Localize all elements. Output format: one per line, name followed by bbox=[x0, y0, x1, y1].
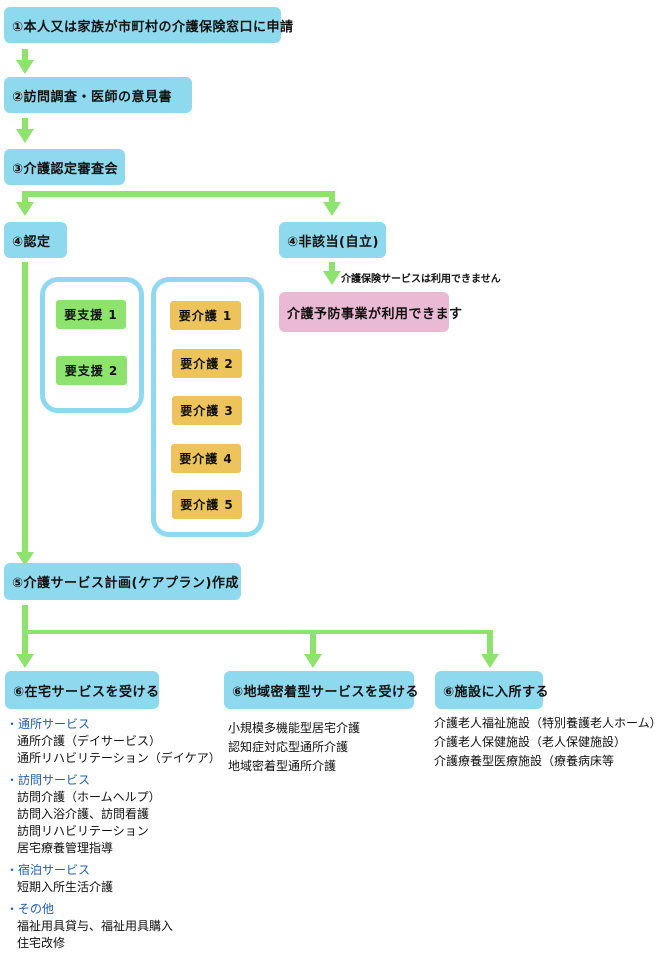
arrow-down-icon bbox=[16, 654, 34, 668]
home-service-item: 通所リハビリテーション（デイケア） bbox=[17, 751, 221, 765]
step3-label: ③介護認定審査会 bbox=[12, 161, 119, 177]
branch-line bbox=[310, 630, 316, 655]
care-level-5: 要介護 5 bbox=[172, 490, 242, 519]
facility-service-item: 介護療養型医療施設（療養病床等 bbox=[434, 754, 615, 768]
home-service-group: ・通所サービス通所介護（デイサービス） 通所リハビリテーション（デイケア） bbox=[6, 716, 221, 767]
step5-label: ⑤介護サービス計画(ケアプラン)作成 bbox=[12, 576, 239, 591]
home-service-group: ・宿泊サービス短期入所生活介護 bbox=[6, 862, 221, 896]
community-service-item: 地域密着型通所介護 bbox=[228, 759, 337, 773]
not-applicable-note: 介護保険サービスは利用できません bbox=[341, 274, 501, 285]
arrow-down-icon bbox=[16, 552, 34, 566]
step2-label: ②訪問調査・医師の意見書 bbox=[12, 89, 173, 105]
community-services-list: 小規模多機能型居宅介護認知症対応型通所介護地域密着型通所介護 bbox=[228, 719, 360, 776]
arrow-down-icon bbox=[16, 60, 34, 74]
facility-service-item: 介護老人保健施設（老人保健施設） bbox=[434, 735, 627, 749]
home-service-item: 短期入所生活介護 bbox=[17, 880, 114, 894]
community-service-item: 認知症対応型通所介護 bbox=[228, 740, 349, 754]
arrow-down-icon bbox=[16, 202, 34, 216]
home-service-category: ・その他 bbox=[6, 902, 55, 916]
care-level-3: 要介護 3 bbox=[172, 396, 242, 425]
arrow-down-icon bbox=[323, 271, 341, 285]
step4-certified-label: ④認定 bbox=[12, 234, 51, 250]
community-service-item: 小規模多機能型居宅介護 bbox=[228, 721, 361, 735]
home-services-list: ・通所サービス通所介護（デイサービス） 通所リハビリテーション（デイケア） ・訪問サ… bbox=[6, 716, 221, 957]
home-service-item: 住宅改修 bbox=[17, 936, 66, 950]
home-service-item: 訪問リハビリテーション bbox=[17, 824, 149, 838]
prevention-box: 介護予防事業が利用できます bbox=[279, 292, 462, 332]
arrow-shaft bbox=[22, 118, 28, 130]
step6-community-box: ⑥地域密着型サービスを受ける bbox=[224, 671, 419, 709]
home-service-item: 居宅療養管理指導 bbox=[17, 841, 114, 855]
step2-survey-box: ②訪問調査・医師の意見書 bbox=[4, 77, 192, 113]
step6-facility-label: ⑥施設に入所する bbox=[443, 684, 550, 700]
step6-community-label: ⑥地域密着型サービスを受ける bbox=[232, 684, 420, 700]
arrow-down-icon bbox=[323, 202, 341, 216]
step6-home-label: ⑥在宅サービスを受ける bbox=[13, 684, 160, 700]
arrow-down-icon bbox=[481, 654, 499, 668]
step4-certified-box: ④認定 bbox=[4, 222, 67, 258]
care-level-1: 要介護 1 bbox=[170, 301, 241, 330]
step4-not-applicable-box: ④非該当(自立) bbox=[279, 222, 386, 258]
step1-apply-box: ①本人又は家族が市町村の介護保険窓口に申請 bbox=[4, 7, 293, 43]
arrow-down-icon bbox=[16, 129, 34, 143]
prevention-label: 介護予防事業が利用できます bbox=[287, 306, 463, 322]
home-service-group: ・訪問サービス訪問介護（ホームヘルプ） 訪問入浴介護、訪問看護訪問リハビリテーショ… bbox=[6, 772, 221, 857]
step1-label: ①本人又は家族が市町村の介護保険窓口に申請 bbox=[12, 19, 294, 35]
branch-line bbox=[22, 191, 28, 203]
care-level-2: 要介護 2 bbox=[172, 349, 242, 378]
step6-home-box: ⑥在宅サービスを受ける bbox=[5, 671, 159, 709]
support-level-2: 要支援 2 bbox=[56, 356, 127, 385]
branch-line bbox=[487, 630, 493, 655]
arrow-shaft bbox=[329, 262, 335, 272]
home-service-item: 訪問介護（ホームヘルプ） bbox=[17, 790, 161, 804]
step6-facility-box: ⑥施設に入所する bbox=[435, 671, 549, 709]
branch-line bbox=[22, 191, 335, 197]
support-level-group bbox=[40, 277, 144, 413]
branch-line bbox=[22, 630, 493, 634]
arrow-down-icon bbox=[304, 654, 322, 668]
branch-line bbox=[329, 191, 335, 203]
home-service-item: 通所介護（デイサービス） bbox=[17, 734, 162, 748]
facility-service-item: 介護老人福祉施設（特別養護老人ホーム） bbox=[434, 716, 662, 730]
step3-review-box: ③介護認定審査会 bbox=[4, 149, 125, 185]
arrow-shaft bbox=[22, 49, 28, 61]
facility-services-list: 介護老人福祉施設（特別養護老人ホーム） 介護老人保健施設（老人保健施設） 介護療養型… bbox=[434, 714, 662, 771]
arrow-shaft bbox=[22, 262, 28, 557]
step4-not-applicable-label: ④非該当(自立) bbox=[287, 234, 379, 250]
step5-careplan-box: ⑤介護サービス計画(ケアプラン)作成 bbox=[4, 563, 241, 600]
home-service-category: ・通所サービス bbox=[6, 717, 91, 731]
home-service-category: ・宿泊サービス bbox=[6, 863, 91, 877]
support-level-1: 要支援 1 bbox=[56, 300, 126, 329]
care-level-4: 要介護 4 bbox=[171, 444, 241, 473]
home-service-item: 訪問入浴介護、訪問看護 bbox=[17, 807, 150, 821]
home-service-category: ・訪問サービス bbox=[6, 773, 91, 787]
